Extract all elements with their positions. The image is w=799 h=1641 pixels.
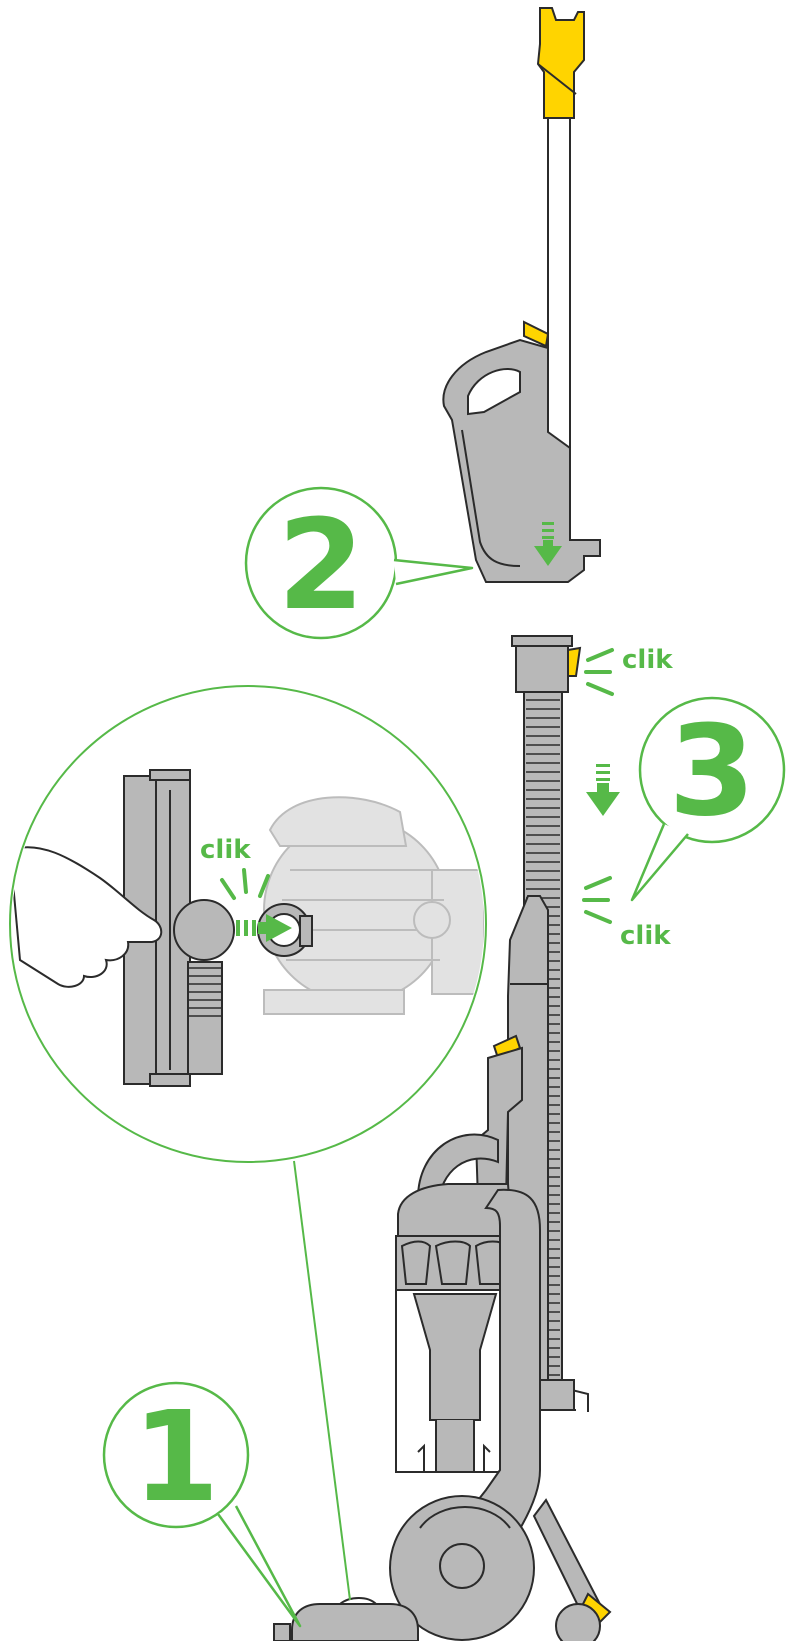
inset-bellows — [188, 967, 222, 1017]
wand-top-detail — [537, 63, 577, 95]
cleaner-head — [291, 1603, 419, 1641]
hose-collar-yellow-tab — [567, 646, 582, 677]
down-arrow-icon — [586, 764, 620, 816]
wand-handle-grip-hole — [467, 368, 521, 416]
inset-hand — [12, 846, 163, 988]
step-2-number: 2 — [278, 493, 365, 638]
ghost-ball — [263, 796, 484, 1015]
inset-ball-joint — [173, 899, 235, 961]
step-3-number: 3 — [669, 699, 756, 844]
wand-assembly — [442, 7, 601, 583]
wand-handle-inner-line — [461, 429, 521, 567]
hose-collar — [515, 639, 569, 693]
step-2-callout: 2 — [244, 486, 474, 640]
clik-sound-marks-inset — [220, 868, 270, 900]
clik-sound-marks-side — [582, 876, 612, 924]
step-1-callout: 1 — [102, 1381, 302, 1628]
wand-release-catch — [523, 320, 550, 348]
wand-tube — [547, 117, 571, 464]
down-arrow-icon — [534, 522, 562, 566]
clik-label-top: clik — [622, 645, 673, 675]
rear-wheel — [555, 1603, 601, 1641]
clik-sound-marks-top — [584, 648, 614, 696]
wand-top-yellow — [536, 7, 585, 119]
step-3-callout: 3 — [630, 696, 786, 902]
right-arrow-icon — [236, 914, 292, 942]
detail-inset: clik — [9, 685, 487, 1601]
vacuum-body: clik clik — [273, 635, 673, 1641]
clik-label-inset: clik — [200, 835, 251, 865]
clik-label-side: clik — [620, 921, 671, 951]
step-1-number: 1 — [133, 1385, 220, 1530]
bin-cone — [412, 1293, 498, 1421]
